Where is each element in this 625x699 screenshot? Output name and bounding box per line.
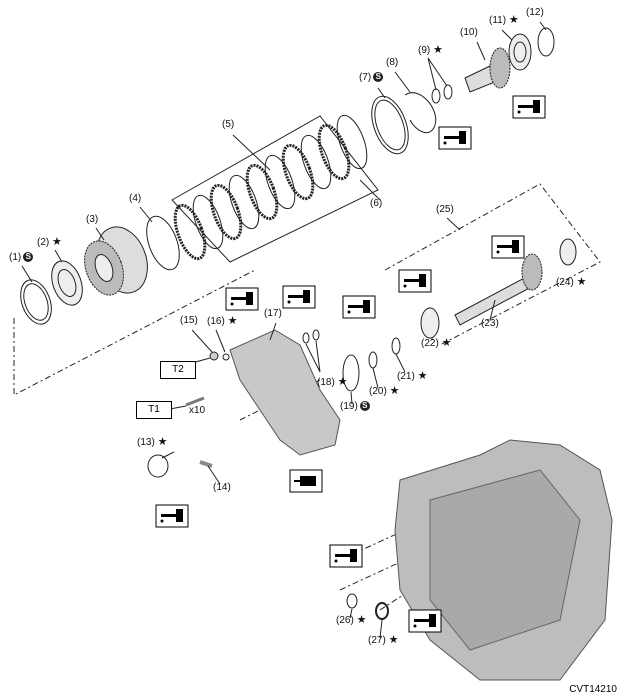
part-2-bearing [51, 260, 83, 306]
select-part-icon: S [373, 72, 384, 83]
torque-t1-box: T1 [136, 401, 172, 419]
star-icon: ★ [389, 385, 400, 397]
part-14-pin [199, 460, 213, 468]
star-icon: ★ [227, 315, 238, 327]
star-icon: ★ [356, 614, 367, 626]
label-part-18: (18) ★ [317, 376, 348, 388]
label-part-19: (19)S [340, 401, 370, 413]
label-part-26: (26) ★ [336, 614, 367, 626]
select-part-icon: S [359, 401, 370, 412]
star-icon: ★ [433, 44, 443, 56]
part-1-ring [20, 279, 52, 325]
star-icon: ★ [508, 14, 519, 26]
clutch-pack-bracket [171, 115, 379, 263]
oil-application-icon [408, 609, 442, 633]
label-part-11: (11) ★ [489, 14, 519, 26]
oil-application-icon [512, 95, 546, 119]
label-part-27: (27) ★ [368, 634, 399, 646]
label-part-14: (14) [213, 482, 231, 493]
clutch-plate [173, 203, 207, 261]
part-17-cover [229, 329, 341, 456]
clutch-plate [209, 183, 243, 241]
part-24-bearing [559, 238, 577, 266]
clutch-plate [245, 163, 279, 221]
label-part-7: (7)S [359, 72, 384, 84]
star-icon: ★ [417, 370, 428, 382]
oil-application-icon [282, 285, 316, 309]
oil-application-icon [438, 126, 472, 150]
star-icon: ★ [576, 276, 587, 288]
label-part-6: (6) [370, 198, 383, 209]
oil-application-icon [491, 235, 525, 259]
label-part-8: (8) [386, 57, 399, 68]
bolt-quantity: x10 [189, 405, 206, 416]
star-icon: ★ [157, 436, 168, 448]
star-icon: ★ [388, 634, 399, 646]
label-part-2: (2) ★ [37, 236, 62, 248]
label-part-22: (22) ★ [421, 337, 452, 349]
label-part-3: (3) [86, 214, 99, 225]
part-4-ring [146, 215, 180, 271]
torque-t2-box: T2 [160, 361, 196, 379]
part-22-bearing [420, 307, 440, 339]
clutch-plates [173, 114, 368, 261]
grease-application-icon [289, 469, 323, 493]
label-part-24: (24) ★ [556, 276, 587, 288]
label-part-17: (17) [264, 308, 282, 319]
label-part-15: (15) [180, 315, 198, 326]
star-icon: ★ [337, 376, 348, 388]
label-part-21: (21) ★ [397, 370, 428, 382]
part-12-ring [537, 27, 555, 57]
oil-application-icon [329, 544, 363, 568]
part-19-ring [342, 354, 360, 392]
part-11-bearing [508, 33, 532, 71]
label-part-5: (5) [222, 119, 235, 130]
clutch-plate [336, 114, 368, 170]
clutch-plate [317, 123, 351, 181]
label-part-12: (12) [526, 7, 544, 18]
diagram-code: CVT14210 [569, 684, 617, 695]
oil-application-icon [398, 269, 432, 293]
label-part-4: (4) [129, 193, 142, 204]
select-part-icon: S [23, 252, 34, 263]
label-part-1: (1)S [9, 252, 34, 264]
part-10-shaft-gear [464, 47, 511, 93]
label-part-20: (20) ★ [369, 385, 400, 397]
star-icon: ★ [52, 236, 62, 248]
clutch-plate [300, 134, 332, 190]
part-7-ring [371, 95, 409, 155]
clutch-plate [281, 143, 315, 201]
oil-application-icon [155, 504, 189, 528]
leader-lines [21, 21, 547, 639]
part-9-seal [431, 88, 441, 104]
oil-application-icon [342, 295, 376, 319]
label-part-25: (25) [436, 204, 454, 215]
label-part-23: (23) [481, 318, 499, 329]
part-13-o-ring [147, 454, 169, 478]
oil-application-icon [225, 287, 259, 311]
label-part-13: (13) ★ [137, 436, 168, 448]
label-part-9: (9) ★ [418, 44, 443, 56]
star-icon: ★ [441, 337, 452, 349]
part-8-snap-ring [404, 92, 437, 134]
clutch-plate [192, 194, 224, 250]
clutch-plate [228, 174, 260, 230]
label-part-10: (10) [460, 27, 478, 38]
clutch-plate [264, 154, 296, 210]
label-part-16: (16) ★ [207, 315, 238, 327]
part-3-drum [84, 226, 148, 296]
